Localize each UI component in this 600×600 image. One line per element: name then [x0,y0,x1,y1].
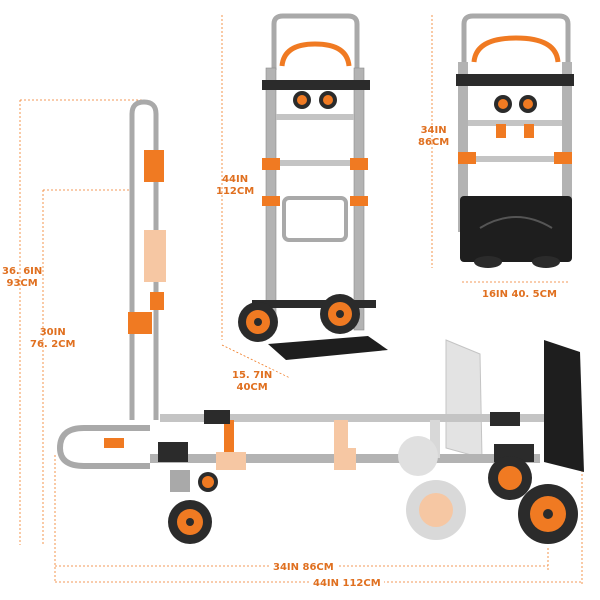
cart-upright-ghost-block [144,230,166,282]
cart-rear-plate [544,340,584,472]
cart-rear-wheel-front-cap [543,509,553,519]
hand-truck-wheel-right-cap [336,310,344,318]
hand-truck-folded [456,13,574,268]
label-cart-handle-height: 36. 6IN 93CM [2,266,42,290]
cart-ghost-joint [216,452,246,470]
label-cart-length-short-text: 34IN 86CM [273,562,334,573]
hand-truck-upright [238,13,388,360]
cart-upright-orange-side [150,292,164,310]
cart-ghost-joint-2 [334,448,356,470]
label-cart-length-short: 34IN 86CM [270,562,337,574]
cart-grip-orange [104,438,124,448]
folded-orange-block-left [496,124,506,138]
folded-wheel-left [474,256,502,268]
cart-ghost-wheel-large-hub [419,493,453,527]
platform-cart [56,99,584,544]
cart-ghost-wheel-small [398,436,438,476]
folded-orange-loop [471,35,561,63]
hand-truck-lower-loop [282,196,348,242]
folded-right-rail [562,62,572,232]
cart-front-grip [56,425,150,469]
hand-truck-handle [271,13,360,70]
cart-small-caster-hub [202,476,214,488]
label-folded-height-imperial: 34IN [420,125,447,136]
hand-truck-orange-bracket-left-2 [262,196,280,206]
folded-handle [461,13,571,64]
hand-truck-orange-loop [279,41,352,67]
cart-deck-cross-1 [224,420,234,458]
folded-small-wheel-right-hub [523,99,533,109]
label-plate-depth-imperial: 15. 7IN [232,370,273,381]
folded-plate-arch [479,216,553,229]
folded-crossbar-1 [468,120,562,126]
label-hand-truck-height-imperial: 44IN [222,174,249,185]
folded-crossbar-2 [468,156,562,162]
cart-deck-cross-3 [430,420,440,458]
label-cart-length-long: 44IN 112CM [310,578,384,590]
label-hand-truck-height: 44IN 112CM [216,174,254,198]
hand-truck-orange-bracket-left [262,158,280,170]
cart-front-caster-cap [186,518,194,526]
folded-nose-plate [460,196,572,262]
cart-ghost-plate [445,339,483,459]
folded-wheel-right [532,256,560,268]
cart-upright-orange-lower [128,312,152,334]
folded-orange-block-right [524,124,534,138]
folded-small-wheel-left-hub [498,99,508,109]
folded-orange-bracket-left [458,152,476,164]
cart-upright-orange-top [144,150,164,182]
dimension-guides [19,15,583,586]
label-cart-deck-height-metric: 76. 2CM [30,339,76,350]
label-folded-height-metric: 86CM [418,137,450,148]
label-plate-depth: 15. 7IN 40CM [232,370,272,394]
label-cart-deck-height-imperial: 30IN [39,327,66,338]
label-cart-length-long-text: 44IN 112CM [313,578,381,589]
cart-front-caster-fork [170,470,190,492]
dim-line-plate-depth [221,344,291,379]
hand-truck-axle [252,300,376,308]
hand-truck-crossbar-2 [276,160,354,166]
folded-clamp [456,74,574,86]
hand-truck-upper-wheel-left-hub [297,95,307,105]
label-plate-depth-metric: 40CM [236,382,268,393]
cart-rear-wheel-back-hub [498,466,522,490]
folded-orange-bracket-right [554,152,572,164]
cart-joint-3 [490,412,520,426]
folded-left-rail [458,62,468,232]
label-hand-truck-height-metric: 112CM [216,186,255,197]
label-folded-height: 34IN 86CM [418,125,449,149]
hand-truck-wheel-left-cap [254,318,262,326]
hand-truck-orange-bracket-right-2 [350,196,368,206]
label-folded-width: 16IN 40. 5CM [482,289,557,301]
cart-joint-1 [158,442,188,462]
hand-truck-orange-bracket-right [350,158,368,170]
cart-deck-rail-back [160,414,546,422]
label-folded-width-text: 16IN 40. 5CM [482,289,557,300]
label-cart-handle-height-imperial: 36. 6IN [2,266,43,277]
hand-truck-upper-clamp [262,80,370,90]
hand-truck-crossbar-1 [276,114,354,120]
hand-truck-nose-plate [268,336,388,360]
label-cart-handle-height-metric: 93CM [6,278,38,289]
cart-joint-2 [204,410,230,424]
cart-upright-handle [129,99,159,420]
label-cart-deck-height: 30IN 76. 2CM [30,327,75,351]
hand-truck-upper-wheel-right-hub [323,95,333,105]
